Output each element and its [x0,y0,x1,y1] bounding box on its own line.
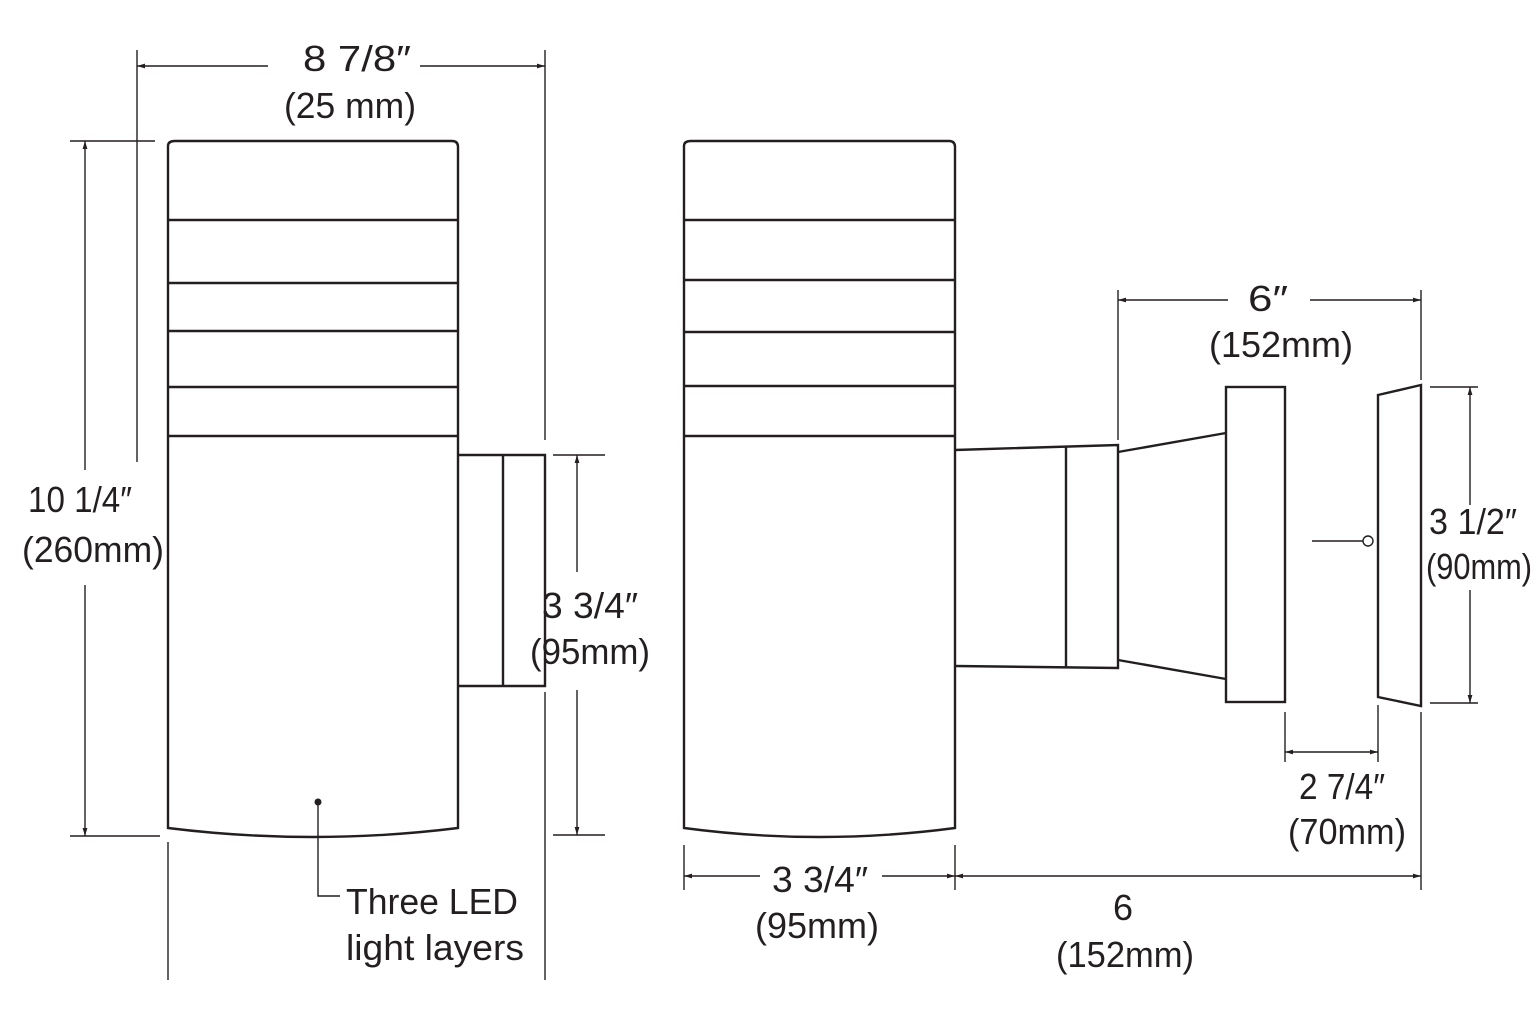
height-imperial-label: 10 1/4″ [28,479,132,520]
arm-length-dimension: 6″ (152mm) [1117,278,1422,440]
body-width-dimension: 3 3/4″ (95mm) [683,845,956,946]
arm-imperial-label: 6″ [1248,278,1288,319]
side-view: 8 7/8″ (25 mm) 10 1/4″ (260mm) 3 3/4″ (9… [22,38,650,980]
width-imperial-label: 8 7/8″ [303,38,411,79]
bracket-dimension: 3 3/4″ (95mm) [530,454,650,836]
projection-dimension: 6 (152mm) [955,712,1422,975]
height-dimension: 10 1/4″ (260mm) [22,140,164,837]
front-view: 6″ (152mm) 3 1/2″ (90mm) 2 7/4″ (70mm) 3… [682,139,1532,975]
mount-arm [954,431,1227,681]
side-light-bands [168,218,458,438]
wall-plate [1224,385,1287,704]
arm-metric-label: (152mm) [1209,324,1353,365]
front-light-bands [684,218,955,438]
projection-imperial-label: 6 [1113,887,1133,928]
side-body-outline [166,139,460,839]
plate-height-metric-label: (90mm) [1426,546,1532,587]
plate-gap-imperial-label: 2 7/4″ [1299,766,1385,807]
callout-line2: light layers [346,927,524,968]
led-layers-callout: Three LED light layers [314,798,524,968]
body-width-imperial-label: 3 3/4″ [772,859,868,900]
body-width-metric-label: (95mm) [755,905,879,946]
bracket-metric-label: (95mm) [530,631,650,672]
width-metric-label: (25 mm) [284,85,416,126]
projection-metric-label: (152mm) [1056,934,1194,975]
plate-height-imperial-label: 3 1/2″ [1429,501,1517,542]
plate-height-dimension: 3 1/2″ (90mm) [1426,386,1532,704]
side-mount-bracket [458,453,547,688]
front-body-outline [682,139,957,839]
plate-gap-metric-label: (70mm) [1288,811,1406,852]
bracket-imperial-label: 3 3/4″ [542,585,638,626]
height-metric-label: (260mm) [22,529,164,570]
screw-point [1362,535,1374,547]
width-dimension: 8 7/8″ (25 mm) [136,38,546,462]
plate-gap-dimension: 2 7/4″ (70mm) [1284,705,1406,852]
mounting-cover [1376,383,1423,708]
callout-line1: Three LED [346,881,518,922]
